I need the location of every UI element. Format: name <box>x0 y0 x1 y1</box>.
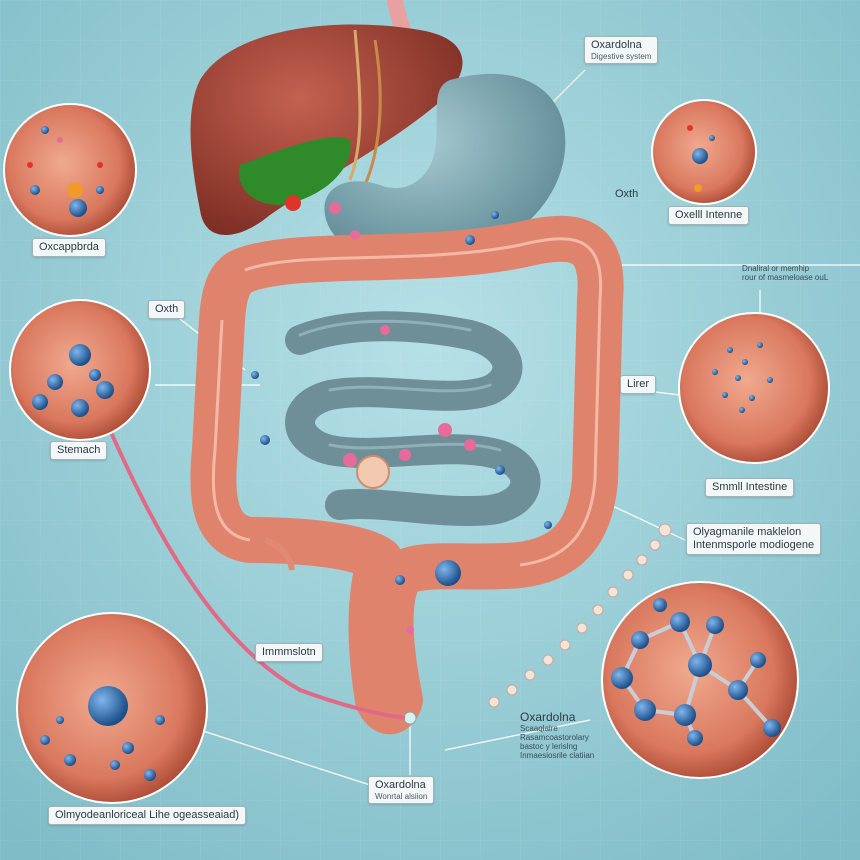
appendix <box>263 537 295 571</box>
label-right-top-oxth: Oxth <box>615 188 639 200</box>
label-left-oxth: Oxth <box>148 300 186 319</box>
zoom-circle-top-right <box>651 99 757 205</box>
label-stemach: Stemach <box>50 441 108 460</box>
label-liver: Lirer <box>620 375 657 394</box>
label-right-mid-note: Dnaliral or memhip rour of masmeloase ou… <box>742 264 829 282</box>
label-right-top-circle: Oxelll Intenne <box>668 206 750 225</box>
label-bottom-center: Oxardolna Wonrtal alsiion <box>368 776 435 804</box>
gallbladder <box>239 137 351 205</box>
anus-marker <box>403 711 417 725</box>
small-intestine <box>285 311 541 527</box>
colon-highlight-left <box>211 319 251 542</box>
bead-chain <box>488 523 672 708</box>
hepatic-vessel-2 <box>363 39 382 186</box>
zoom-circle-left-mid <box>9 299 151 441</box>
label-right-low: Olyagmanile maklelon Intenmsporle modiog… <box>686 523 822 555</box>
zoom-circle-right-mid <box>678 312 830 464</box>
zoom-circle-bottom-left <box>16 612 208 804</box>
colon-highlight <box>244 237 603 567</box>
label-left-top-circle: Oxcappbrda <box>32 238 106 257</box>
molecules-on-organs <box>251 202 552 634</box>
label-immersion: Immmslotn <box>255 643 323 662</box>
stomach <box>324 73 566 266</box>
label-small-intestine: Smmll Intestine <box>705 478 795 497</box>
zoom-circle-top-left <box>3 103 137 237</box>
label-top-right: Oxardolna Digestive system <box>584 36 659 64</box>
bile-duct-node <box>285 195 301 211</box>
label-bottom-left: Olmyodeanloriceal Lihe ogeasseaiad) <box>48 806 247 825</box>
hepatic-vessel <box>348 29 362 181</box>
small-intestine-highlight <box>298 319 502 452</box>
label-bottom-right: Oxardolna Scaaqlalre Rasamcoastorolary b… <box>520 710 595 760</box>
zoom-circle-bottom-right <box>601 581 799 779</box>
